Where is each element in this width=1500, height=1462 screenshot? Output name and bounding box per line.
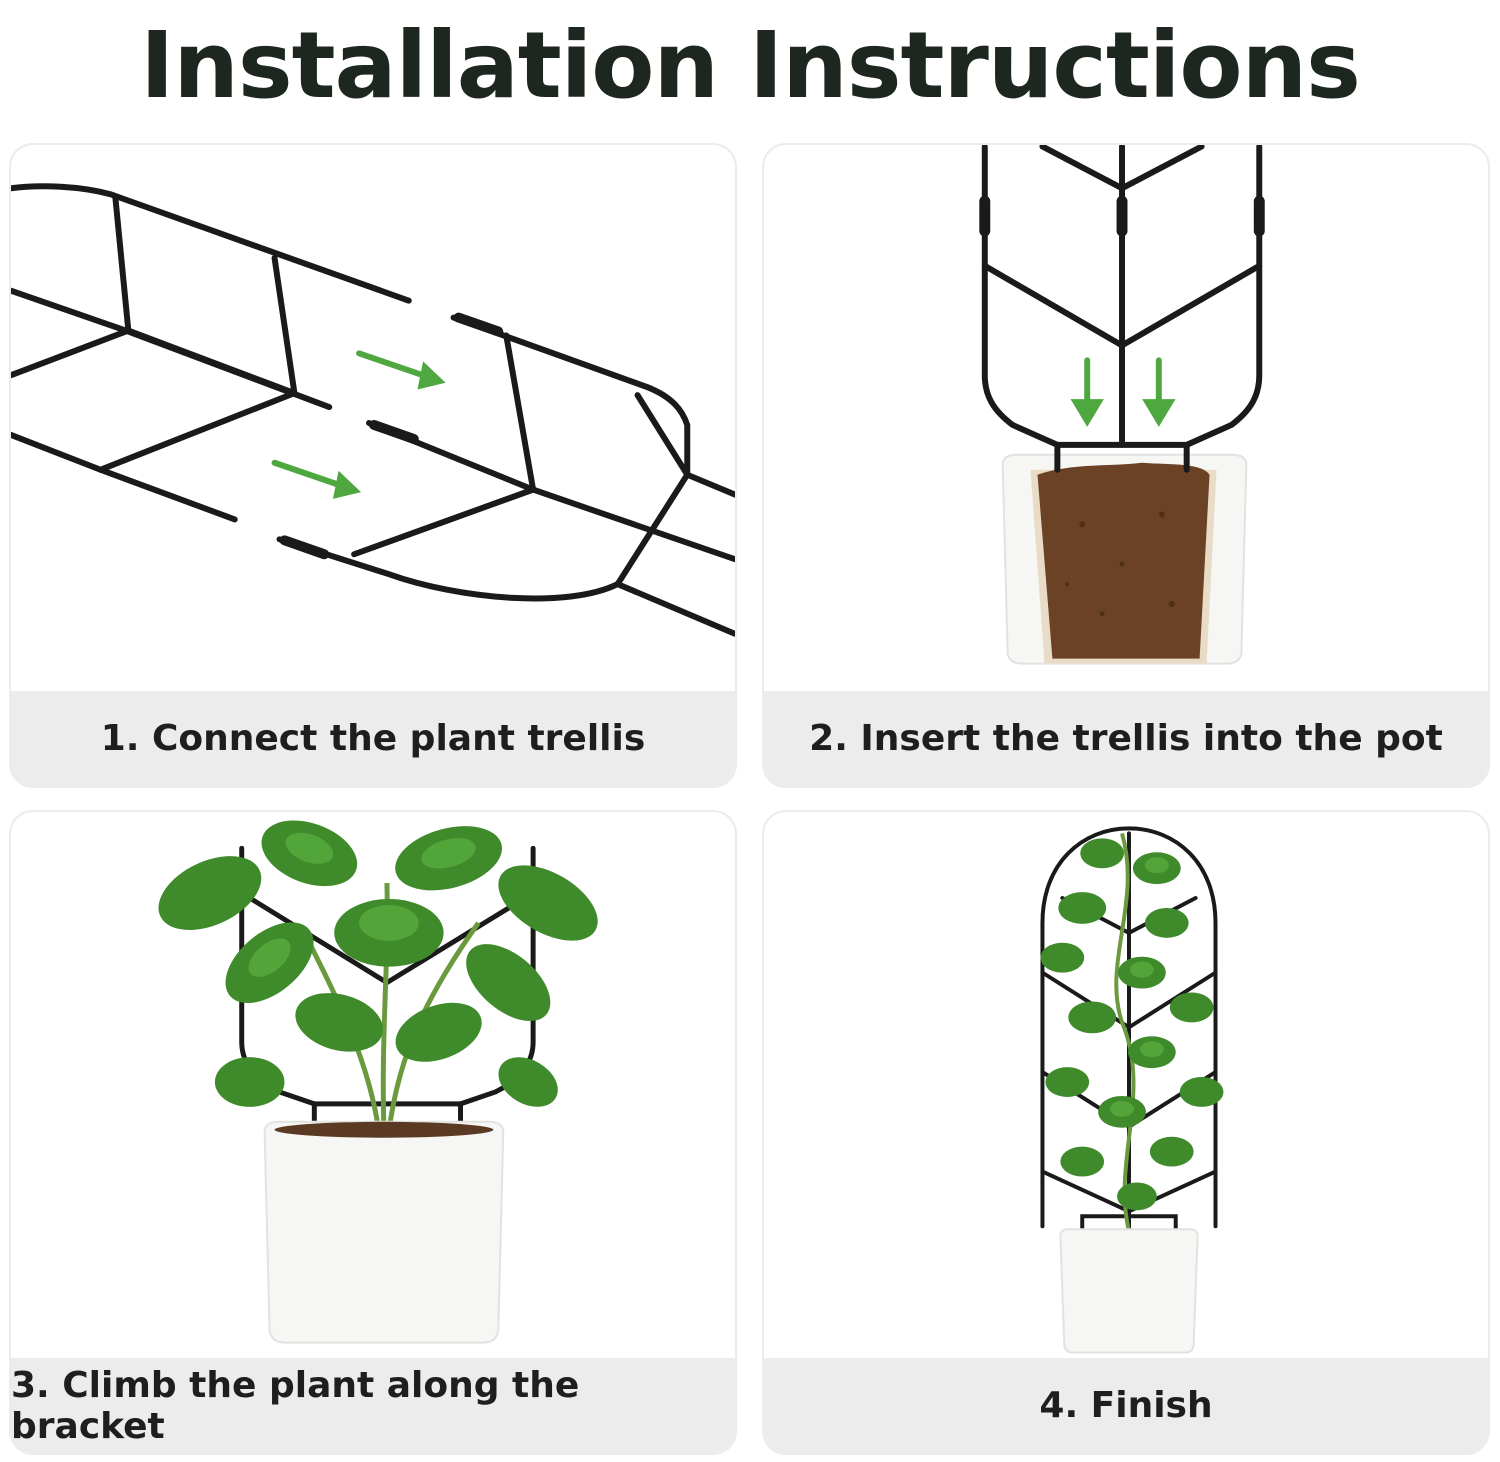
step-4-caption: 4. Finish (764, 1358, 1488, 1453)
trellis-into-pot-illustration (979, 145, 1265, 665)
page-title: Installation Instructions (140, 11, 1361, 119)
step-card-3: 3. Climb the plant along the bracket (9, 810, 737, 1455)
step-card-1: 1. Connect the plant trellis (9, 143, 737, 788)
trellis-pieces-illustration (11, 183, 735, 637)
step-3-caption: 3. Climb the plant along the bracket (11, 1358, 735, 1453)
plant-climbing-illustration (158, 820, 598, 1344)
step-2-caption: 2. Insert the trellis into the pot (764, 691, 1488, 786)
step-card-4: 4. Finish (762, 810, 1490, 1455)
step-card-2: 2. Insert the trellis into the pot (762, 143, 1490, 788)
finished-trellis-illustration (1040, 826, 1224, 1354)
step-1-caption: 1. Connect the plant trellis (11, 691, 735, 786)
